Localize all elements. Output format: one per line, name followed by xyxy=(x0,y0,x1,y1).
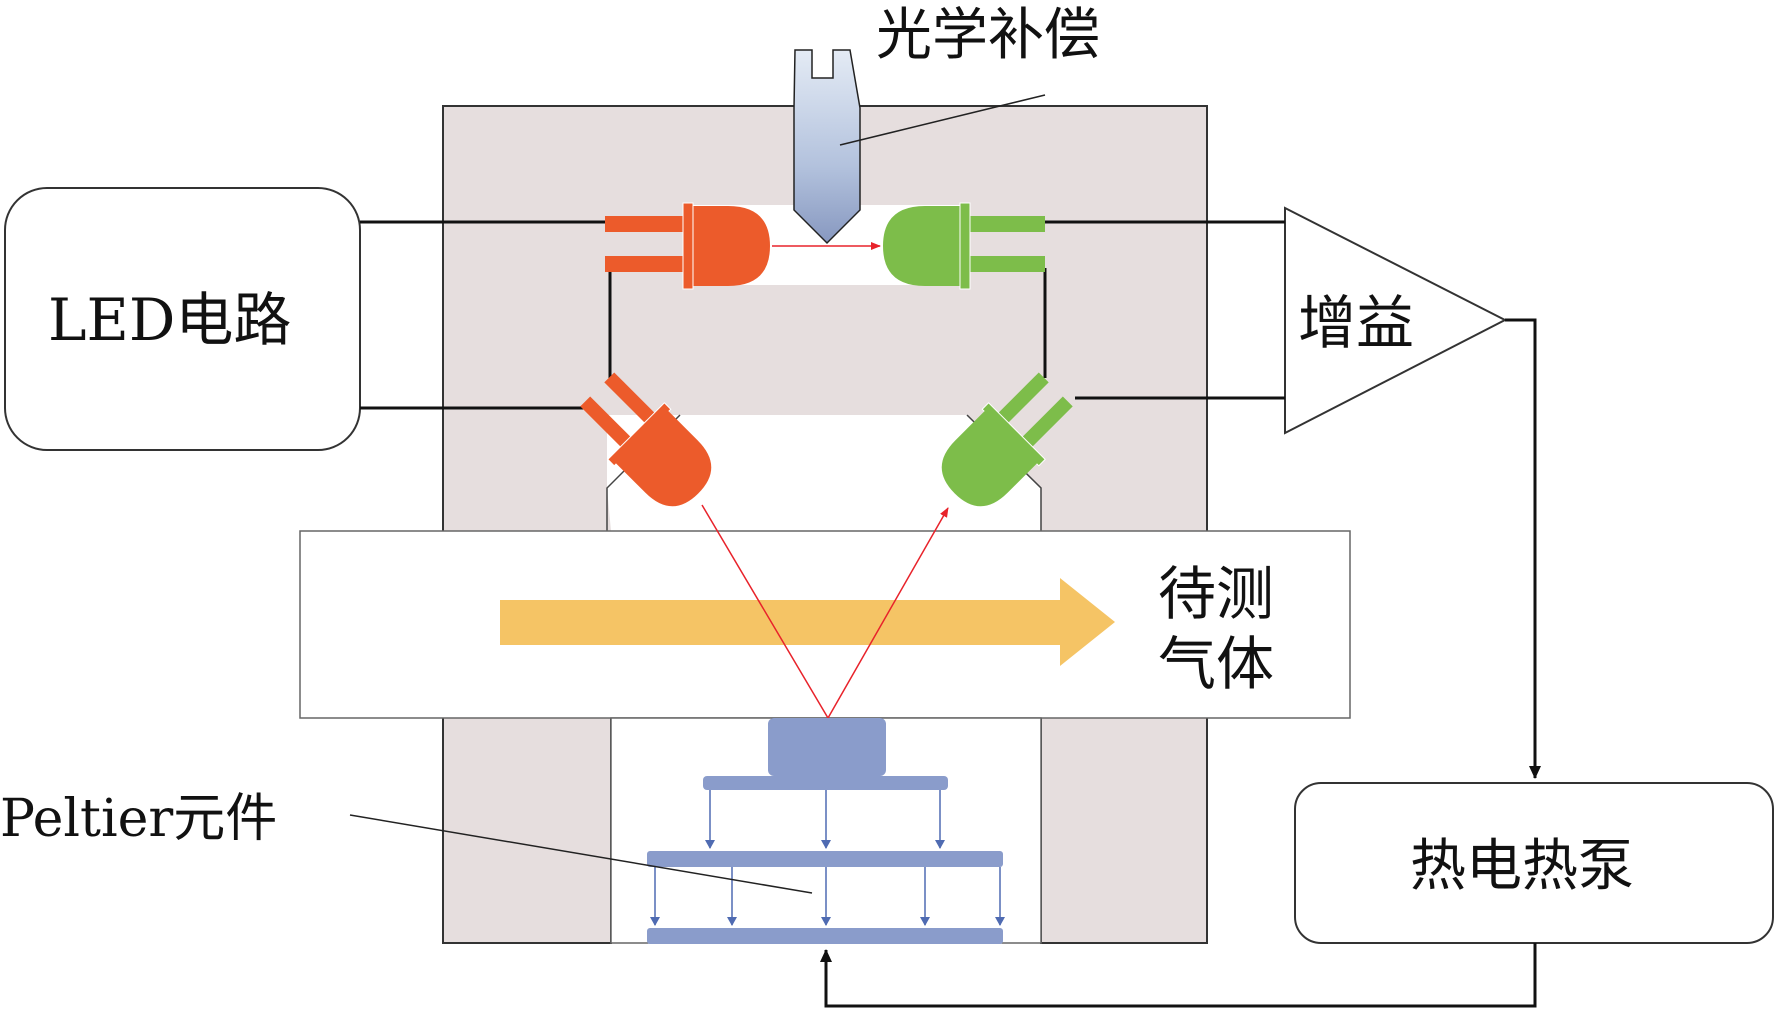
peltier-stack xyxy=(647,718,1005,944)
heat-flow-arrows-upper xyxy=(705,790,945,849)
chilled-mirror xyxy=(768,718,886,776)
led-circuit-box xyxy=(4,187,361,451)
label-led-circuit: LED电路 xyxy=(48,286,291,354)
peltier-cold-plate xyxy=(703,776,948,790)
label-heat-pump: 热电热泵 xyxy=(1410,834,1634,899)
peltier-leader-line xyxy=(349,814,813,894)
heat-flow-arrows-lower xyxy=(650,867,1005,926)
probe-leader-line xyxy=(839,94,1046,146)
optical-compensation-probe xyxy=(793,49,861,245)
label-optical-compensation: 光学补偿 xyxy=(876,3,1100,68)
gain-amplifier xyxy=(1284,206,1508,435)
reference-red-led xyxy=(605,202,770,290)
label-gas-under-test-1: 待测 xyxy=(1158,560,1274,628)
label-peltier-element: Peltier元件 xyxy=(0,789,277,849)
peltier-mid-plate xyxy=(647,851,1003,867)
reference-green-led xyxy=(883,202,1045,290)
measurement-red-led xyxy=(580,372,712,507)
label-gas-under-test-2: 气体 xyxy=(1158,630,1274,698)
peltier-hot-plate xyxy=(647,928,1003,944)
wiring xyxy=(360,220,1541,1008)
gas-flow-arrow xyxy=(500,578,1115,666)
optical-cavity xyxy=(607,415,1041,531)
label-gain: 增益 xyxy=(1298,289,1414,357)
